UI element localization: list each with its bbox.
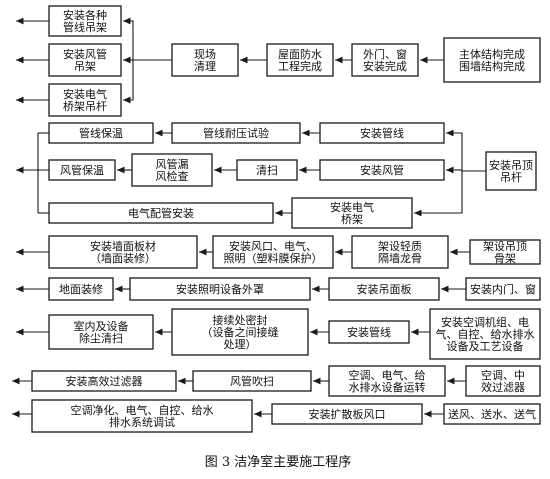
node-pipe-hanger: 安装各种管线吊架 [48, 5, 122, 37]
node-duct-clean-label: 清扫 [256, 164, 278, 177]
node-main-struct-label: 主体结构完成围墙结构完成 [459, 47, 525, 73]
arrow-to-elec-bridge [414, 171, 463, 217]
node-pipe-insul-label: 管线保温 [79, 126, 123, 140]
node-ceiling-frame: 架设吊顶骨架 [469, 239, 541, 265]
node-duct-leak-label: 风管漏风检查 [156, 157, 189, 183]
node-ahu-inst: 安装空调机组、电气、自控、给水排水设备及工艺设备 [429, 308, 541, 360]
arrow-clean-branch [123, 20, 172, 61]
node-ceiling-frame-label: 架设吊顶骨架 [483, 240, 527, 265]
node-elec-hanger: 安装电气桥架吊杆 [48, 83, 122, 117]
node-elec-pipe-label: 电气配管安装 [128, 206, 194, 220]
node-light-cover: 安装照明设备外罩 [129, 277, 311, 301]
node-ahu-filter-label: 空调、中效过滤器 [481, 368, 525, 394]
node-diffuser-label: 安装扩散板风口 [309, 407, 386, 421]
node-duct-inst-label: 安装风管 [360, 163, 404, 177]
node-hanger-inst: 安装吊顶吊杆 [485, 151, 537, 191]
node-room-clean-label: 室内及设备除尘清扫 [74, 319, 129, 345]
node-site-clean: 现场清理 [171, 43, 239, 77]
node-int-door-label: 安装内门、窗 [470, 282, 536, 296]
node-ahu-run: 空调、电气、给水排水设备运转 [328, 365, 446, 397]
node-ahu-filter: 空调、中效过滤器 [465, 365, 541, 397]
node-pipe-inst: 安装管线 [319, 122, 445, 144]
node-send-air-label: 送风、送水、送气 [448, 407, 536, 421]
node-floor-plaster: 屋面防水工程完成 [266, 43, 334, 77]
node-elec-pipe: 电气配管安装 [48, 202, 274, 224]
node-duct-hanger-label: 安装风管吊架 [63, 47, 107, 73]
node-duct-inst: 安装风管 [319, 159, 445, 181]
node-floor-deco: 地面装修 [48, 277, 114, 301]
node-ceiling-fix: 架设轻质隔墙龙骨 [351, 235, 449, 269]
node-pipe-inst-label: 安装管线 [360, 126, 404, 140]
node-elec-bridge: 安装电气桥架 [291, 197, 413, 229]
node-ceiling-wind: 安装风口、电气、照明（塑料膜保护） [212, 235, 334, 269]
node-pipe-press: 管线耐压试验 [171, 122, 301, 144]
node-int-door: 安装内门、窗 [465, 277, 541, 301]
node-ceiling-fix-label: 架设轻质隔墙龙骨 [378, 239, 422, 265]
node-hanger-inst-label: 安装吊顶吊杆 [489, 158, 533, 184]
node-duct-insul: 风管保温 [48, 159, 116, 181]
node-elec-bridge-label: 安装电气桥架 [330, 200, 374, 226]
node-wall-panel: 安装墙面板材（墙面装修） [48, 235, 198, 269]
node-ahu-inst-label: 安装空调机组、电气、自控、给水排水设备及工艺设备 [436, 315, 535, 353]
node-sys-test-label: 空调净化、电气、自控、给水排水系统调试 [71, 403, 214, 429]
node-ext-window: 外门、窗安装完成 [351, 43, 419, 77]
node-send-air: 送风、送水、送气 [443, 403, 541, 425]
node-wall-panel-label: 安装墙面板材（墙面装修） [90, 239, 156, 265]
node-sys-test: 空调净化、电气、自控、给水排水系统调试 [31, 399, 253, 433]
node-hepa-inst: 安装高效过滤器 [31, 370, 177, 392]
node-floor-plaster-label: 屋面防水工程完成 [278, 47, 322, 73]
node-elec-hanger-label: 安装电气桥架吊杆 [63, 87, 107, 113]
node-floor-deco-label: 地面装修 [59, 282, 103, 296]
node-ahu-run-label: 空调、电气、给水排水设备运转 [349, 368, 426, 394]
node-hepa-inst-label: 安装高效过滤器 [66, 374, 143, 388]
node-ceiling-wind-label: 安装风口、电气、照明（塑料膜保护） [224, 239, 323, 265]
node-floor-face-label: 安装吊面板 [357, 282, 412, 296]
node-room-clean: 室内及设备除尘清扫 [48, 314, 154, 350]
arrow-branch-elec-hanger [122, 60, 134, 104]
node-duct-clean: 清扫 [236, 159, 298, 181]
node-light-cover-label: 安装照明设备外罩 [176, 282, 264, 296]
arrow-to-pipe-inst [446, 129, 463, 171]
node-pipe-conn: 安装管线 [328, 320, 410, 344]
node-site-clean-label: 现场清理 [194, 47, 216, 73]
node-main-struct: 主体结构完成围墙结构完成 [443, 37, 541, 83]
node-pipe-press-label: 管线耐压试验 [203, 126, 269, 140]
node-duct-leak: 风管漏风检查 [131, 153, 213, 187]
node-duct-hanger: 安装风管吊架 [48, 43, 122, 77]
node-duct-blow: 风管吹扫 [192, 370, 312, 392]
node-duct-blow-label: 风管吹扫 [230, 374, 274, 388]
node-floor-face: 安装吊面板 [328, 277, 440, 301]
figure-caption: 图 3 洁净室主要施工程序 [205, 454, 352, 470]
node-equip-conn: 接续处密封（设备之间接缝处理） [171, 308, 309, 356]
node-pipe-conn-label: 安装管线 [347, 325, 391, 339]
node-pipe-hanger-label: 安装各种管线吊架 [63, 8, 107, 34]
flow-arrows [12, 17, 486, 418]
node-duct-insul-label: 风管保温 [60, 163, 104, 177]
node-ext-window-label: 外门、窗安装完成 [363, 47, 407, 73]
node-diffuser: 安装扩散板风口 [271, 403, 423, 425]
node-pipe-insul: 管线保温 [48, 122, 154, 144]
node-equip-conn-label: 接续处密封（设备之间接缝处理） [202, 313, 279, 351]
